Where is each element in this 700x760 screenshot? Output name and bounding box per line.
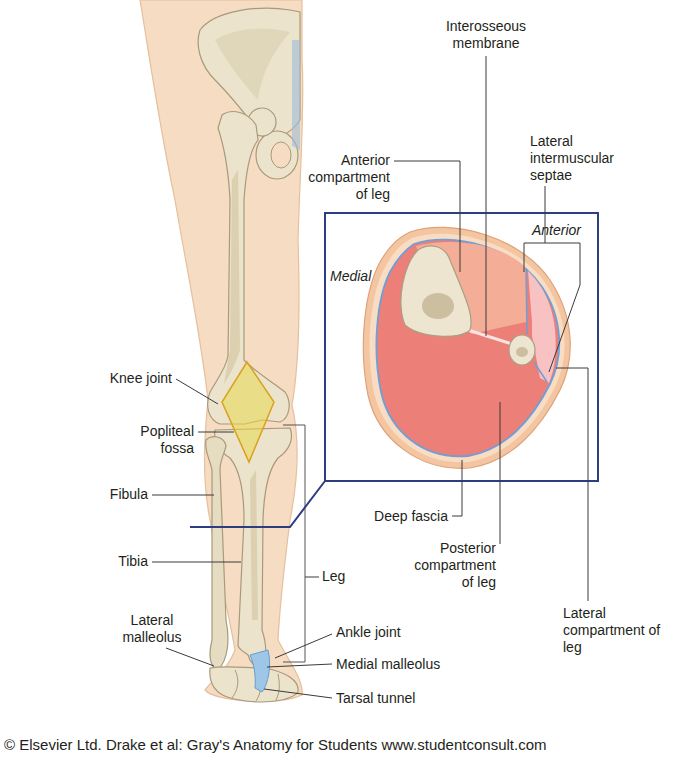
part-label: Lateral intermuscular septae	[530, 133, 630, 184]
leader-lines	[152, 56, 588, 698]
orientation-label: Anterior	[532, 222, 602, 239]
limb-skin	[140, 0, 303, 701]
leg-bracket	[283, 425, 305, 662]
section-skin	[363, 227, 570, 468]
part-label: Popliteal fossa	[122, 423, 194, 457]
part-label: Tibia	[92, 553, 148, 570]
part-label: Fibula	[92, 486, 148, 503]
part-label: Tarsal tunnel	[336, 690, 456, 707]
part-label: Anterior compartment of leg	[304, 152, 390, 203]
ischium-bone	[256, 131, 298, 179]
sacrum	[292, 40, 300, 150]
copyright-notice: © Elsevier Ltd. Drake et al: Gray's Anat…	[4, 736, 546, 754]
part-label: Leg	[322, 568, 362, 585]
knee-joint-region	[222, 362, 274, 462]
femur-shading	[224, 170, 240, 384]
fibula-bone	[206, 437, 228, 670]
part-label: Ankle joint	[336, 624, 456, 641]
foot-bones	[210, 667, 298, 702]
orientation-label: Medial	[330, 268, 376, 285]
part-label: Posterior compartment of leg	[410, 540, 496, 591]
tibia-section	[401, 246, 471, 336]
part-label: Knee joint	[92, 370, 172, 387]
part-label: Deep fascia	[358, 508, 448, 525]
part-label: Medial malleolus	[336, 656, 476, 673]
fibula-section	[509, 335, 535, 365]
part-label: Lateral compartment of leg	[563, 605, 663, 656]
obturator-foramen	[271, 142, 291, 168]
part-label: Interosseous membrane	[436, 18, 536, 52]
intermuscular-septa	[526, 268, 547, 382]
fibula-marrow	[516, 347, 528, 357]
cross-section-frame	[325, 213, 598, 481]
tibia-shading	[250, 470, 258, 620]
interosseous-membrane	[468, 330, 512, 344]
section-indicator	[190, 481, 325, 527]
pelvis-shading	[215, 29, 290, 100]
posterior-compartment	[376, 240, 559, 457]
part-label: Lateral malleolus	[112, 612, 192, 646]
tarsal-tunnel-region	[250, 650, 270, 692]
section-subcutaneous	[370, 234, 565, 463]
tibia-marrow	[422, 293, 454, 319]
